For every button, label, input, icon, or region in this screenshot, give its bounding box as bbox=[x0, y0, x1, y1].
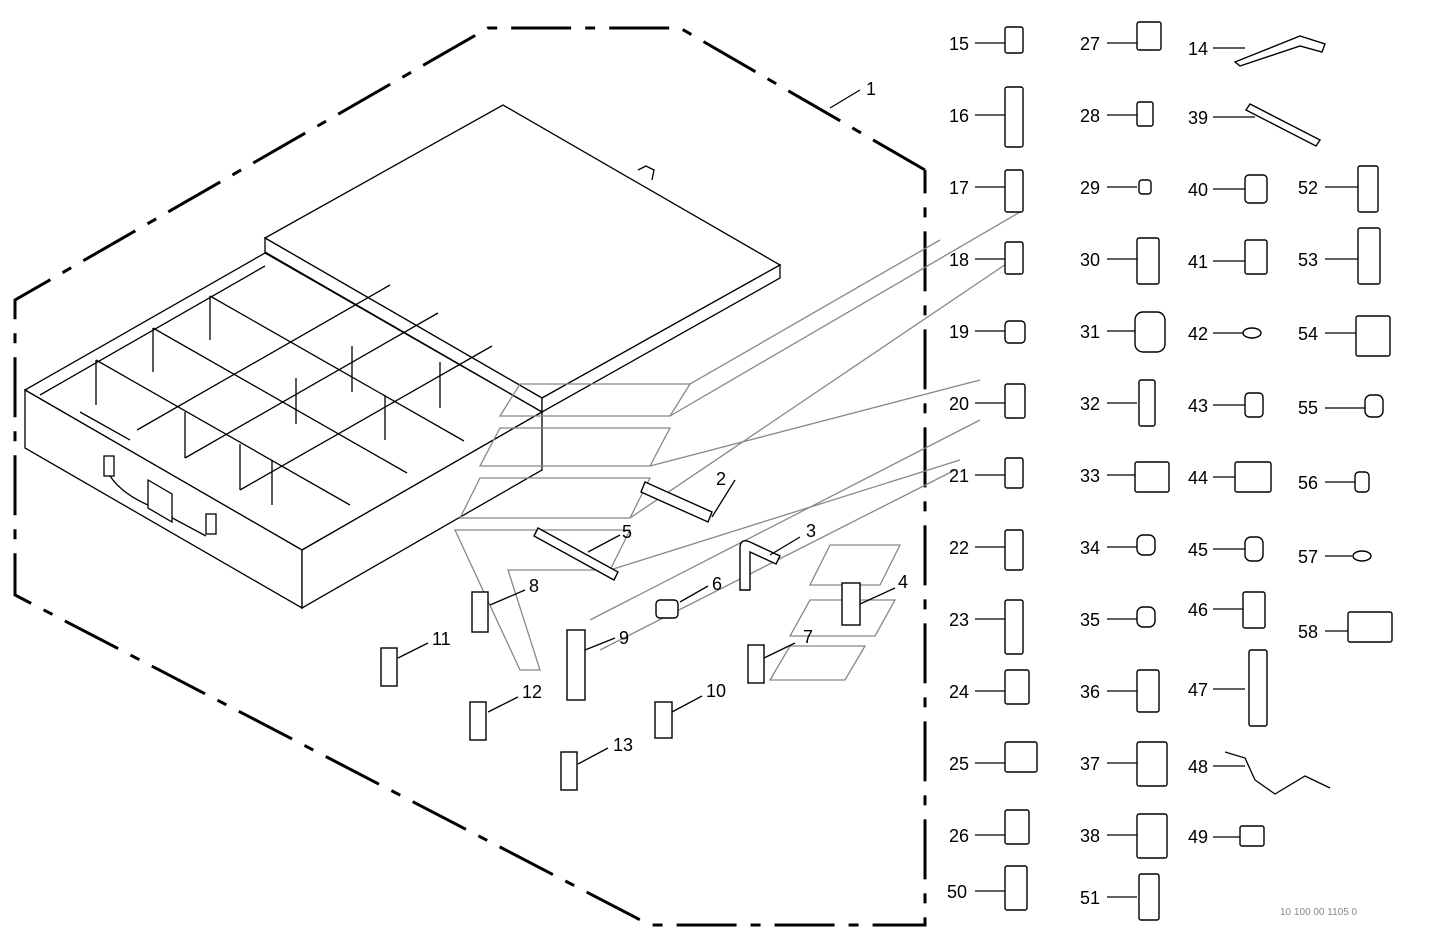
callout-54: 54 bbox=[1298, 324, 1318, 344]
callout-27: 27 bbox=[1080, 34, 1100, 54]
callout-labels: 1 2 3 4 5 6 7 8 9 10 11 12 13 14 15 16 1… bbox=[432, 34, 1318, 908]
callout-58: 58 bbox=[1298, 622, 1318, 642]
callout-53: 53 bbox=[1298, 250, 1318, 270]
callout-33: 33 bbox=[1080, 466, 1100, 486]
callout-21: 21 bbox=[949, 466, 969, 486]
parts-catalog bbox=[975, 21, 1393, 921]
callout-39: 39 bbox=[1188, 108, 1208, 128]
part-9-tube bbox=[566, 629, 616, 701]
part-13-nipple bbox=[560, 747, 609, 791]
callout-37: 37 bbox=[1080, 754, 1100, 774]
callout-19: 19 bbox=[949, 322, 969, 342]
callout-43: 43 bbox=[1188, 396, 1208, 416]
callout-26: 26 bbox=[949, 826, 969, 846]
drawing-number: 10 100 00 1105 0 bbox=[1280, 907, 1358, 918]
callout-25: 25 bbox=[949, 754, 969, 774]
callout-23: 23 bbox=[949, 610, 969, 630]
callout-7: 7 bbox=[803, 627, 813, 647]
callout-34: 34 bbox=[1080, 538, 1100, 558]
callout-14: 14 bbox=[1188, 39, 1208, 59]
part-6-sleeve bbox=[655, 585, 709, 619]
callout-48: 48 bbox=[1188, 757, 1208, 777]
part-5-nipple bbox=[533, 527, 621, 581]
part-8-elbow bbox=[471, 589, 526, 633]
callout-46: 46 bbox=[1188, 600, 1208, 620]
callout-51: 51 bbox=[1080, 888, 1100, 908]
callout-24: 24 bbox=[949, 682, 969, 702]
callout-30: 30 bbox=[1080, 250, 1100, 270]
callout-2: 2 bbox=[716, 469, 726, 489]
part-12-nipple bbox=[469, 696, 519, 741]
callout-41: 41 bbox=[1188, 252, 1208, 272]
callout-35: 35 bbox=[1080, 610, 1100, 630]
callout-50: 50 bbox=[947, 882, 967, 902]
callout-28: 28 bbox=[1080, 106, 1100, 126]
callout-47: 47 bbox=[1188, 680, 1208, 700]
callout-56: 56 bbox=[1298, 473, 1318, 493]
callout-40: 40 bbox=[1188, 180, 1208, 200]
callout-42: 42 bbox=[1188, 324, 1208, 344]
callout-36: 36 bbox=[1080, 682, 1100, 702]
part-4-adapter bbox=[841, 582, 896, 626]
callout-57: 57 bbox=[1298, 547, 1318, 567]
callout-29: 29 bbox=[1080, 178, 1100, 198]
callout-5: 5 bbox=[622, 522, 632, 542]
callout-8: 8 bbox=[529, 576, 539, 596]
callout-44: 44 bbox=[1188, 468, 1208, 488]
callout-1: 1 bbox=[866, 79, 876, 99]
callout-6: 6 bbox=[712, 574, 722, 594]
callout-16: 16 bbox=[949, 106, 969, 126]
callout-12: 12 bbox=[522, 682, 542, 702]
callout-32: 32 bbox=[1080, 394, 1100, 414]
callout-55: 55 bbox=[1298, 398, 1318, 418]
callout-9: 9 bbox=[619, 628, 629, 648]
callout-leader-1 bbox=[829, 89, 861, 109]
callout-15: 15 bbox=[949, 34, 969, 54]
callout-11: 11 bbox=[432, 629, 451, 649]
part-3-elbow bbox=[739, 536, 801, 591]
storage-case bbox=[23, 104, 782, 610]
kit-boundary bbox=[13, 26, 927, 927]
callout-20: 20 bbox=[949, 394, 969, 414]
callout-3: 3 bbox=[806, 521, 816, 541]
callout-52: 52 bbox=[1298, 178, 1318, 198]
callout-45: 45 bbox=[1188, 540, 1208, 560]
part-2-nipple bbox=[640, 479, 736, 523]
callout-49: 49 bbox=[1188, 827, 1208, 847]
callout-17: 17 bbox=[949, 178, 969, 198]
callout-31: 31 bbox=[1080, 322, 1100, 342]
callout-22: 22 bbox=[949, 538, 969, 558]
loose-parts bbox=[380, 479, 896, 791]
callout-10: 10 bbox=[706, 681, 726, 701]
callout-18: 18 bbox=[949, 250, 969, 270]
part-7-elbow bbox=[747, 642, 796, 684]
callout-13: 13 bbox=[613, 735, 633, 755]
part-10-elbow bbox=[654, 695, 703, 739]
callout-38: 38 bbox=[1080, 826, 1100, 846]
part-11-nipple bbox=[380, 642, 429, 687]
callout-4: 4 bbox=[898, 572, 908, 592]
